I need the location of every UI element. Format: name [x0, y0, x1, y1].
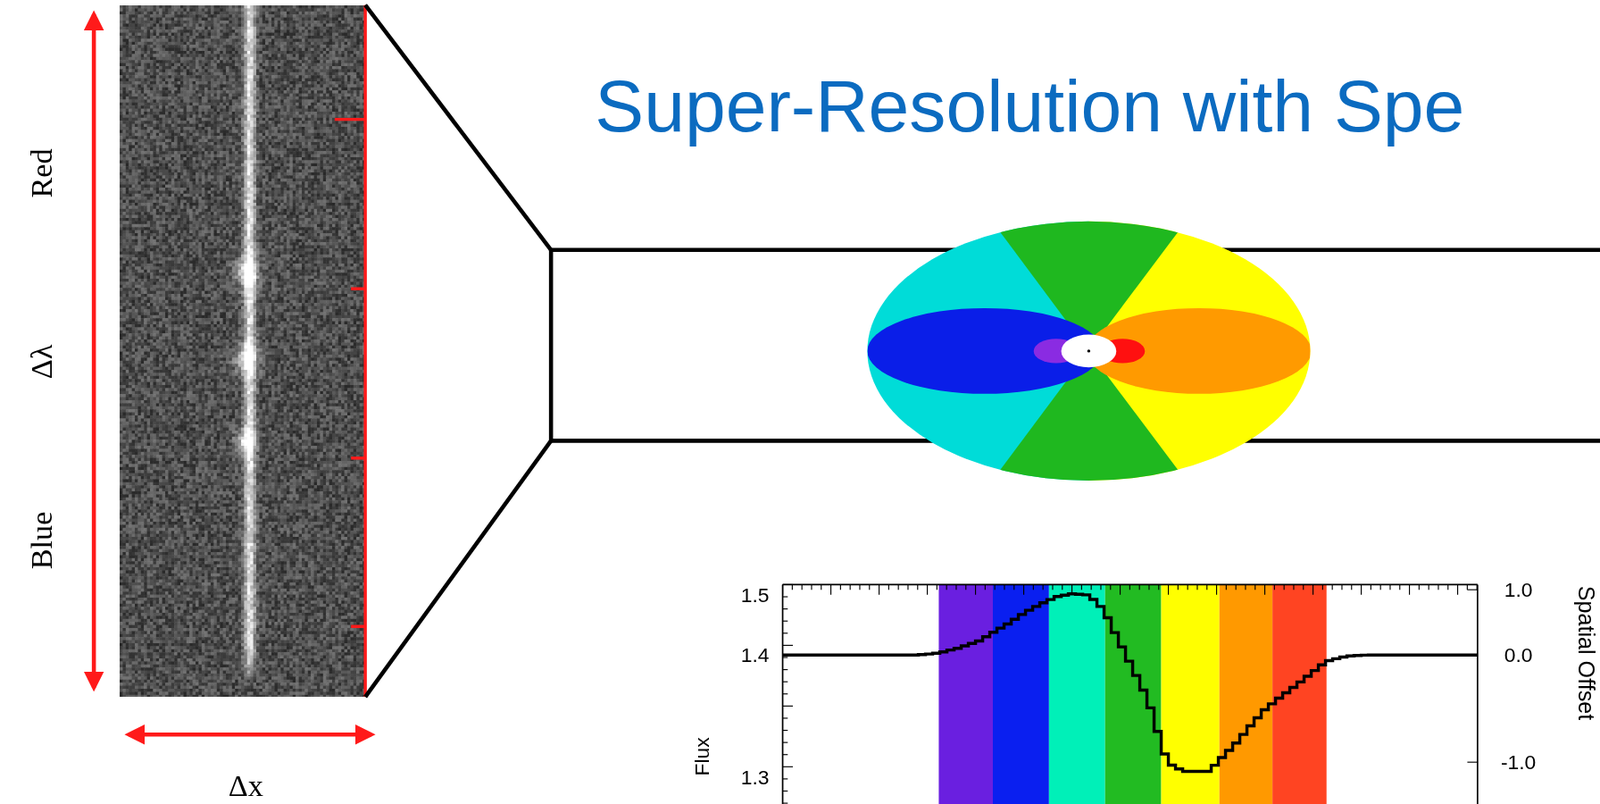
axis-tick — [1408, 583, 1410, 594]
axis-tick — [1023, 583, 1025, 594]
axis-tick — [1167, 583, 1169, 594]
axis-tick — [1466, 654, 1477, 656]
axis-tick — [783, 766, 793, 767]
axis-tick — [830, 583, 832, 594]
axis-label: Δx — [228, 769, 264, 800]
axis-tick — [926, 583, 928, 594]
spatial-arrow — [128, 732, 372, 737]
spectrum-image — [119, 5, 366, 697]
axis-tick — [1071, 583, 1073, 594]
tick-label: 1.4 — [741, 644, 770, 666]
axis-tick — [878, 583, 880, 594]
axis-label: Red — [25, 149, 57, 199]
axis-tick — [975, 583, 976, 594]
axis-tick — [1119, 583, 1121, 594]
axis-tick — [1457, 583, 1459, 594]
wavelength-arrow — [91, 14, 97, 688]
axis-title: Spatial Offset — [1574, 585, 1597, 720]
axis-tick — [1466, 589, 1477, 591]
tick-label: 0.0 — [1504, 644, 1534, 666]
slit-scale — [334, 5, 366, 697]
tick-label: 1.3 — [741, 766, 770, 788]
axis-tick — [1312, 583, 1314, 594]
tick-label: 1.0 — [1504, 579, 1534, 600]
axis-title: Flux — [691, 737, 713, 776]
axis-tick — [783, 644, 793, 646]
axis-tick — [783, 705, 793, 707]
axis-tick — [1216, 583, 1217, 594]
axis-tick — [1264, 583, 1266, 594]
axis-tick — [1466, 761, 1477, 763]
axis-label: Δλ — [25, 344, 57, 380]
tick-label: -1.0 — [1500, 751, 1536, 773]
chart — [783, 583, 1478, 804]
slide-title: Super-Resolution with Spe — [594, 69, 1465, 143]
velocity-map — [857, 163, 1321, 539]
axis-tick — [1360, 583, 1362, 594]
axis-label: Blue — [25, 511, 57, 570]
tick-label: 1.5 — [741, 583, 770, 605]
